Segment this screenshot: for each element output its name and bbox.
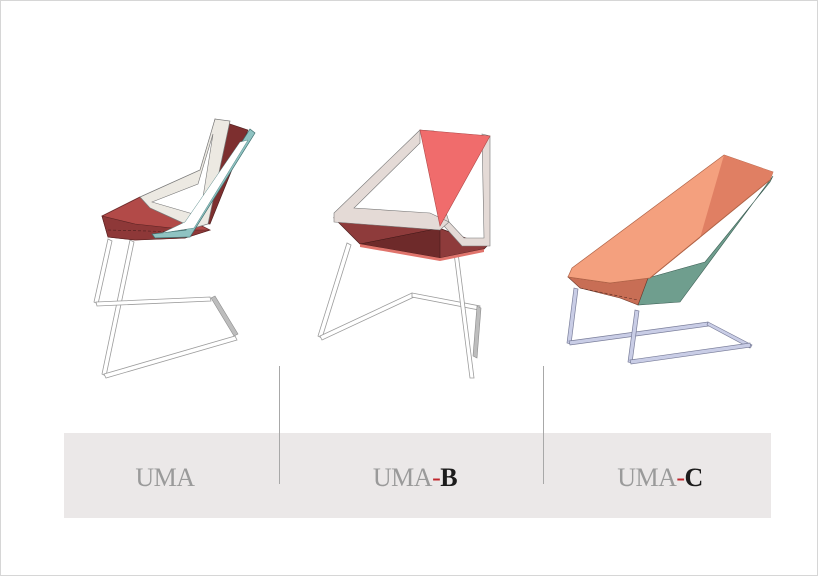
divider-2 — [543, 366, 544, 484]
label-uma-c: UMA-C — [585, 462, 735, 494]
chair-uma-c-illustration — [560, 150, 780, 370]
label-uma-c-base: UMA — [617, 463, 677, 492]
label-uma-b-suffix: B — [440, 463, 458, 492]
chair-uma-b-illustration — [312, 118, 507, 383]
label-uma-b-dash: - — [432, 463, 441, 492]
label-uma-b-base: UMA — [372, 463, 433, 492]
label-band — [64, 433, 771, 518]
chair-uma-illustration — [90, 112, 270, 382]
label-uma-b: UMA-B — [340, 462, 490, 494]
label-uma-c-dash: - — [676, 463, 685, 492]
label-uma-base: UMA — [135, 463, 195, 492]
label-uma: UMA — [100, 462, 230, 494]
label-uma-c-suffix: C — [684, 463, 704, 492]
divider-1 — [279, 366, 280, 484]
